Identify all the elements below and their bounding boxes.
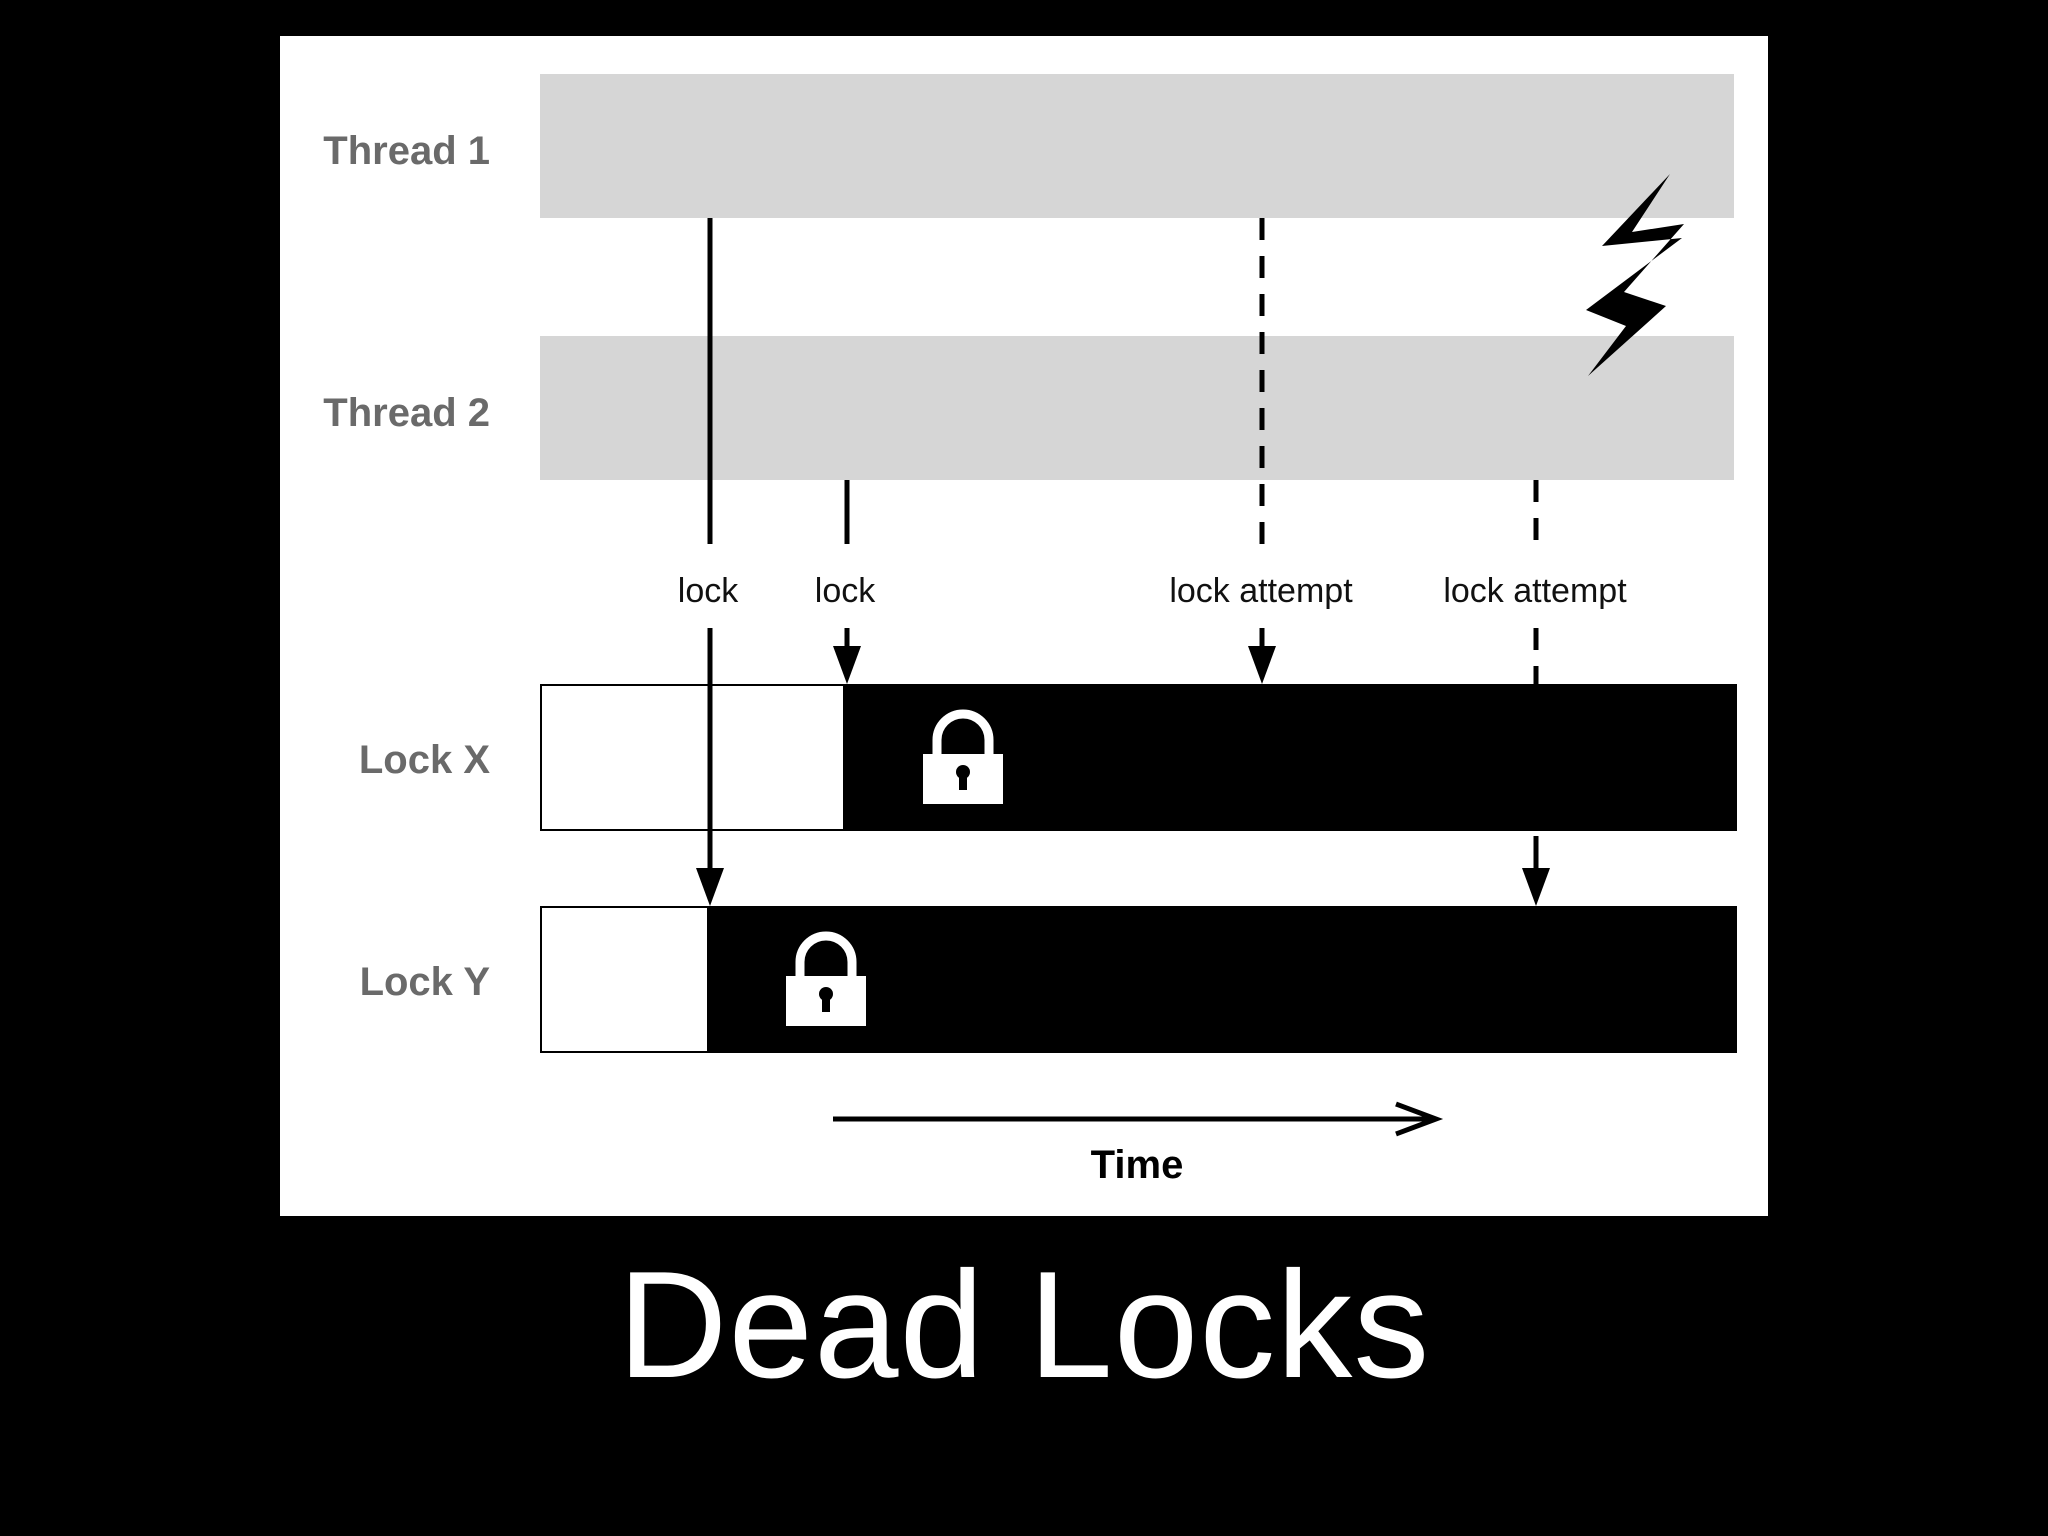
event-label: lock attempt <box>1443 572 1627 610</box>
event-thread2-attempt-lock-y: lock attempt <box>1443 480 1627 906</box>
event-label: lock <box>815 572 876 610</box>
thread-1-label: Thread 1 <box>323 129 490 173</box>
lightning-bolt-icon <box>1586 174 1684 376</box>
event-label: lock attempt <box>1169 572 1353 610</box>
event-label: lock <box>678 572 739 610</box>
lock-x-free-segment <box>540 684 846 831</box>
thread-1-band <box>540 74 1734 218</box>
thread-2-band <box>540 336 1734 480</box>
time-arrow-icon <box>833 1101 1444 1137</box>
lock-y-label: Lock Y <box>360 960 491 1004</box>
thread-2-label: Thread 2 <box>323 391 490 435</box>
lock-y-free-segment <box>540 906 710 1053</box>
deadlock-diagram: Thread 1 Thread 2 Lock X Lock Y <box>280 36 1768 1216</box>
arrowhead-icon <box>1522 868 1550 906</box>
time-label: Time <box>1091 1143 1184 1187</box>
lock-y-held-segment <box>707 906 1737 1053</box>
lock-x-label: Lock X <box>359 738 490 782</box>
event-thread1-lock-y: lock <box>678 218 739 906</box>
padlock-icon <box>786 931 866 1026</box>
arrowhead-icon <box>833 646 861 684</box>
diagram-canvas: Thread 1 Thread 2 Lock X Lock Y <box>323 74 1737 1187</box>
arrowhead-icon <box>696 868 724 906</box>
event-thread2-lock-x: lock <box>815 480 876 684</box>
padlock-icon <box>923 709 1003 804</box>
arrowhead-icon <box>1248 646 1276 684</box>
slide-title: Dead Locks <box>617 1240 1431 1410</box>
event-thread1-attempt-lock-x: lock attempt <box>1169 218 1353 684</box>
